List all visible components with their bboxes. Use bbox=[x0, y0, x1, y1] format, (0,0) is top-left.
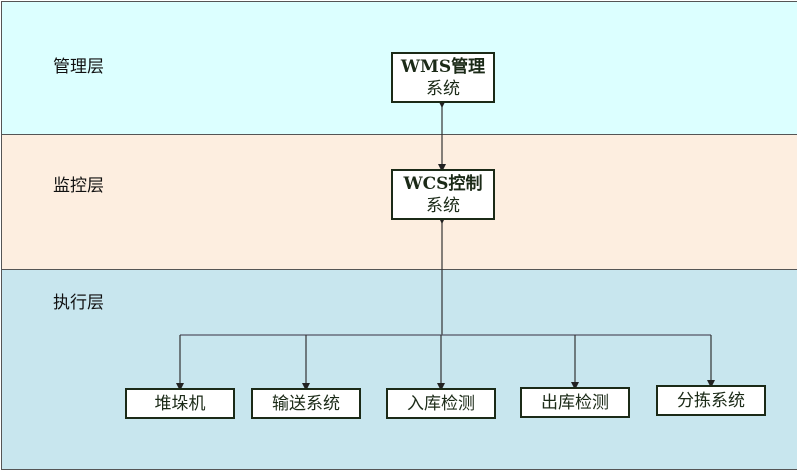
node-wms-line2: 系统 bbox=[426, 78, 460, 99]
node-wms: WMS管理 系统 bbox=[391, 52, 495, 103]
node-inbound-inspection: 入库检测 bbox=[386, 388, 496, 419]
node-stacker-crane: 堆垛机 bbox=[125, 388, 235, 419]
node-wms-line1: WMS管理 bbox=[400, 56, 486, 77]
layer-label-management: 管理层 bbox=[53, 57, 104, 77]
node-wcs-line1: WCS控制 bbox=[403, 173, 483, 194]
layer-management: 管理层 bbox=[2, 2, 797, 135]
layer-label-execution: 执行层 bbox=[53, 293, 104, 313]
node-outbound-inspection: 出库检测 bbox=[520, 387, 630, 418]
layer-execution: 执行层 bbox=[2, 270, 797, 469]
node-sorting-system: 分拣系统 bbox=[656, 385, 766, 416]
node-wcs-line2: 系统 bbox=[426, 195, 460, 216]
layer-label-monitoring: 监控层 bbox=[53, 176, 104, 196]
node-conveyor-system: 输送系统 bbox=[251, 388, 361, 419]
node-wcs: WCS控制 系统 bbox=[391, 169, 495, 220]
